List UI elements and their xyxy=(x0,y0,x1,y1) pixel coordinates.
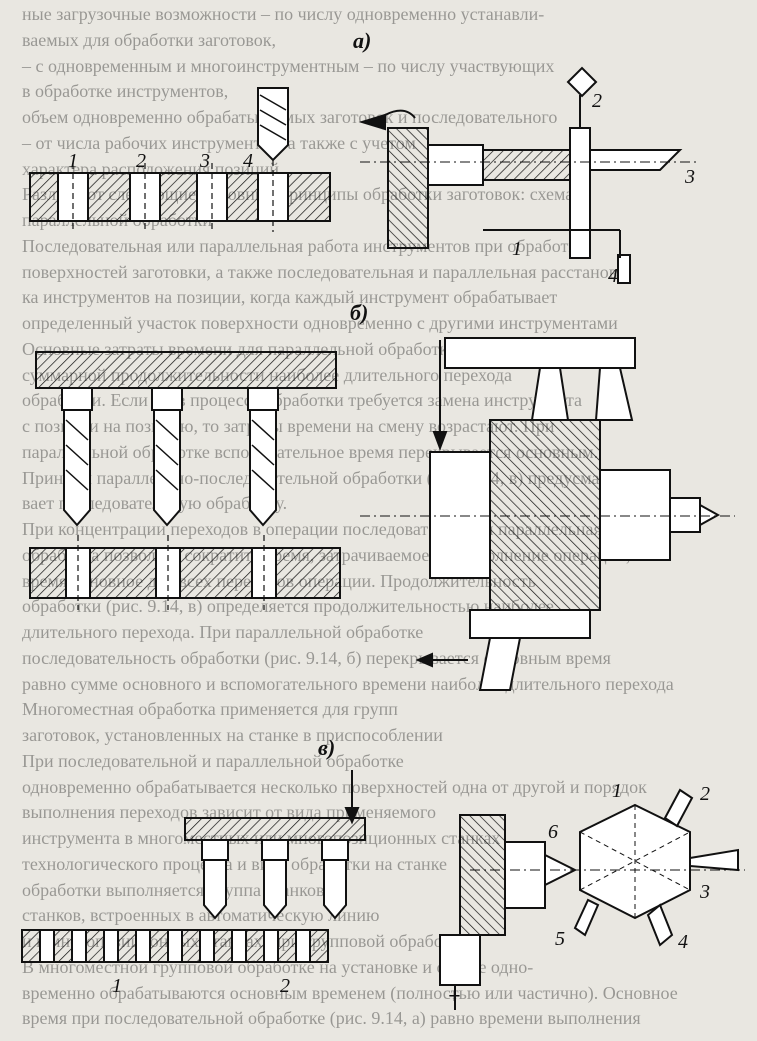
drill-b-2 xyxy=(151,387,183,527)
turret-tool-2 xyxy=(663,788,694,828)
tool-a-2 xyxy=(566,66,598,98)
hole-label-a-2: 2 xyxy=(136,150,146,172)
tool-label-a-2: 2 xyxy=(592,90,602,112)
multi-spindle-head-v xyxy=(184,817,366,841)
turret-label-1: 1 xyxy=(612,780,622,802)
section-label-b: б) xyxy=(350,300,368,325)
background-text-line: обработки выполняется группа станков xyxy=(22,879,325,900)
turret-label-3: 3 xyxy=(699,881,710,903)
section-label-v: в) xyxy=(318,735,335,760)
background-text-line: поверхностей заготовки, а также последов… xyxy=(22,261,624,282)
background-text-line: ные загрузочные возможности – по числу о… xyxy=(22,4,545,24)
background-text-line: – от числа рабочих инструментов, а также… xyxy=(22,132,416,153)
tool-a-4 xyxy=(617,254,631,284)
turret-label-2: 2 xyxy=(700,783,710,805)
background-text-line: Многоместная обработка применяется для г… xyxy=(22,699,398,720)
chuck-a xyxy=(569,127,591,259)
turret-tool-4 xyxy=(646,903,674,947)
background-text-line: ка инструментов на позиции, когда каждый… xyxy=(22,287,558,308)
background-text-line: ваемых для обработки заготовок, xyxy=(22,29,277,50)
background-text-line: объем одновременно обрабатываемых загото… xyxy=(22,107,558,127)
background-text-line: обработки (рис. 9.14, в) определяется пр… xyxy=(22,596,554,617)
background-text-line: – с одновременным и многоинструментным –… xyxy=(22,55,555,76)
tool-label-a-4: 4 xyxy=(608,265,618,287)
arrow-rotation-a xyxy=(358,113,386,131)
plus-sign: + xyxy=(448,983,461,1008)
hole-label-a-3: 3 xyxy=(199,150,210,172)
turret-tool-5 xyxy=(573,898,600,937)
background-text-line: одновременно обрабатывается несколько по… xyxy=(22,776,647,797)
figure-a-sequential-drilling xyxy=(29,66,700,284)
chuck-v xyxy=(459,814,506,936)
figure-b-parallel-drilling xyxy=(29,337,735,691)
hole-label-a-1: 1 xyxy=(68,150,78,172)
background-text-line: определенный участок поверхности одновре… xyxy=(22,313,618,333)
drill-b-3 xyxy=(247,387,279,527)
figure-v-multi-position xyxy=(21,770,745,1010)
spindle-housing-a xyxy=(387,127,429,249)
turret-label-5: 5 xyxy=(555,928,565,950)
turret-label-6: 6 xyxy=(548,821,558,843)
background-text-line: длительного перехода. При параллельной о… xyxy=(22,622,424,642)
tool-holder-bottom xyxy=(469,609,591,639)
tool-a-3 xyxy=(589,149,683,171)
background-text-line: время при последовательной обработке (ри… xyxy=(22,1008,641,1029)
tool-label-a-3: 3 xyxy=(684,166,695,188)
background-text-line: заготовок, установленных на станке в при… xyxy=(22,725,443,745)
turret-label-4: 4 xyxy=(678,931,688,953)
background-text-line: При последовательной и параллельной обра… xyxy=(22,750,404,771)
hole-label-a-4: 4 xyxy=(243,150,253,172)
turret-tool-3 xyxy=(689,848,739,872)
background-text-line: станков, встроенных в автоматическую лин… xyxy=(22,905,380,926)
station-label-v-2: 2 xyxy=(280,975,290,997)
workpiece-b xyxy=(489,419,601,611)
drill-a xyxy=(257,87,289,162)
drill-b-1 xyxy=(61,387,93,527)
background-text-line: в обработке инструментов, xyxy=(22,81,229,102)
background-text-line: Последовательная или параллельная работа… xyxy=(22,235,585,256)
tool-holder-top xyxy=(444,337,636,369)
section-label-a: а) xyxy=(353,28,371,53)
background-text-line: временно обрабатываются основным времене… xyxy=(22,982,678,1003)
multi-spindle-head xyxy=(35,351,337,389)
tool-label-a-1: 1 xyxy=(512,238,522,260)
background-text-line: последовательность обработки (рис. 9.14,… xyxy=(22,647,611,668)
station-label-v-1: 1 xyxy=(112,975,122,997)
